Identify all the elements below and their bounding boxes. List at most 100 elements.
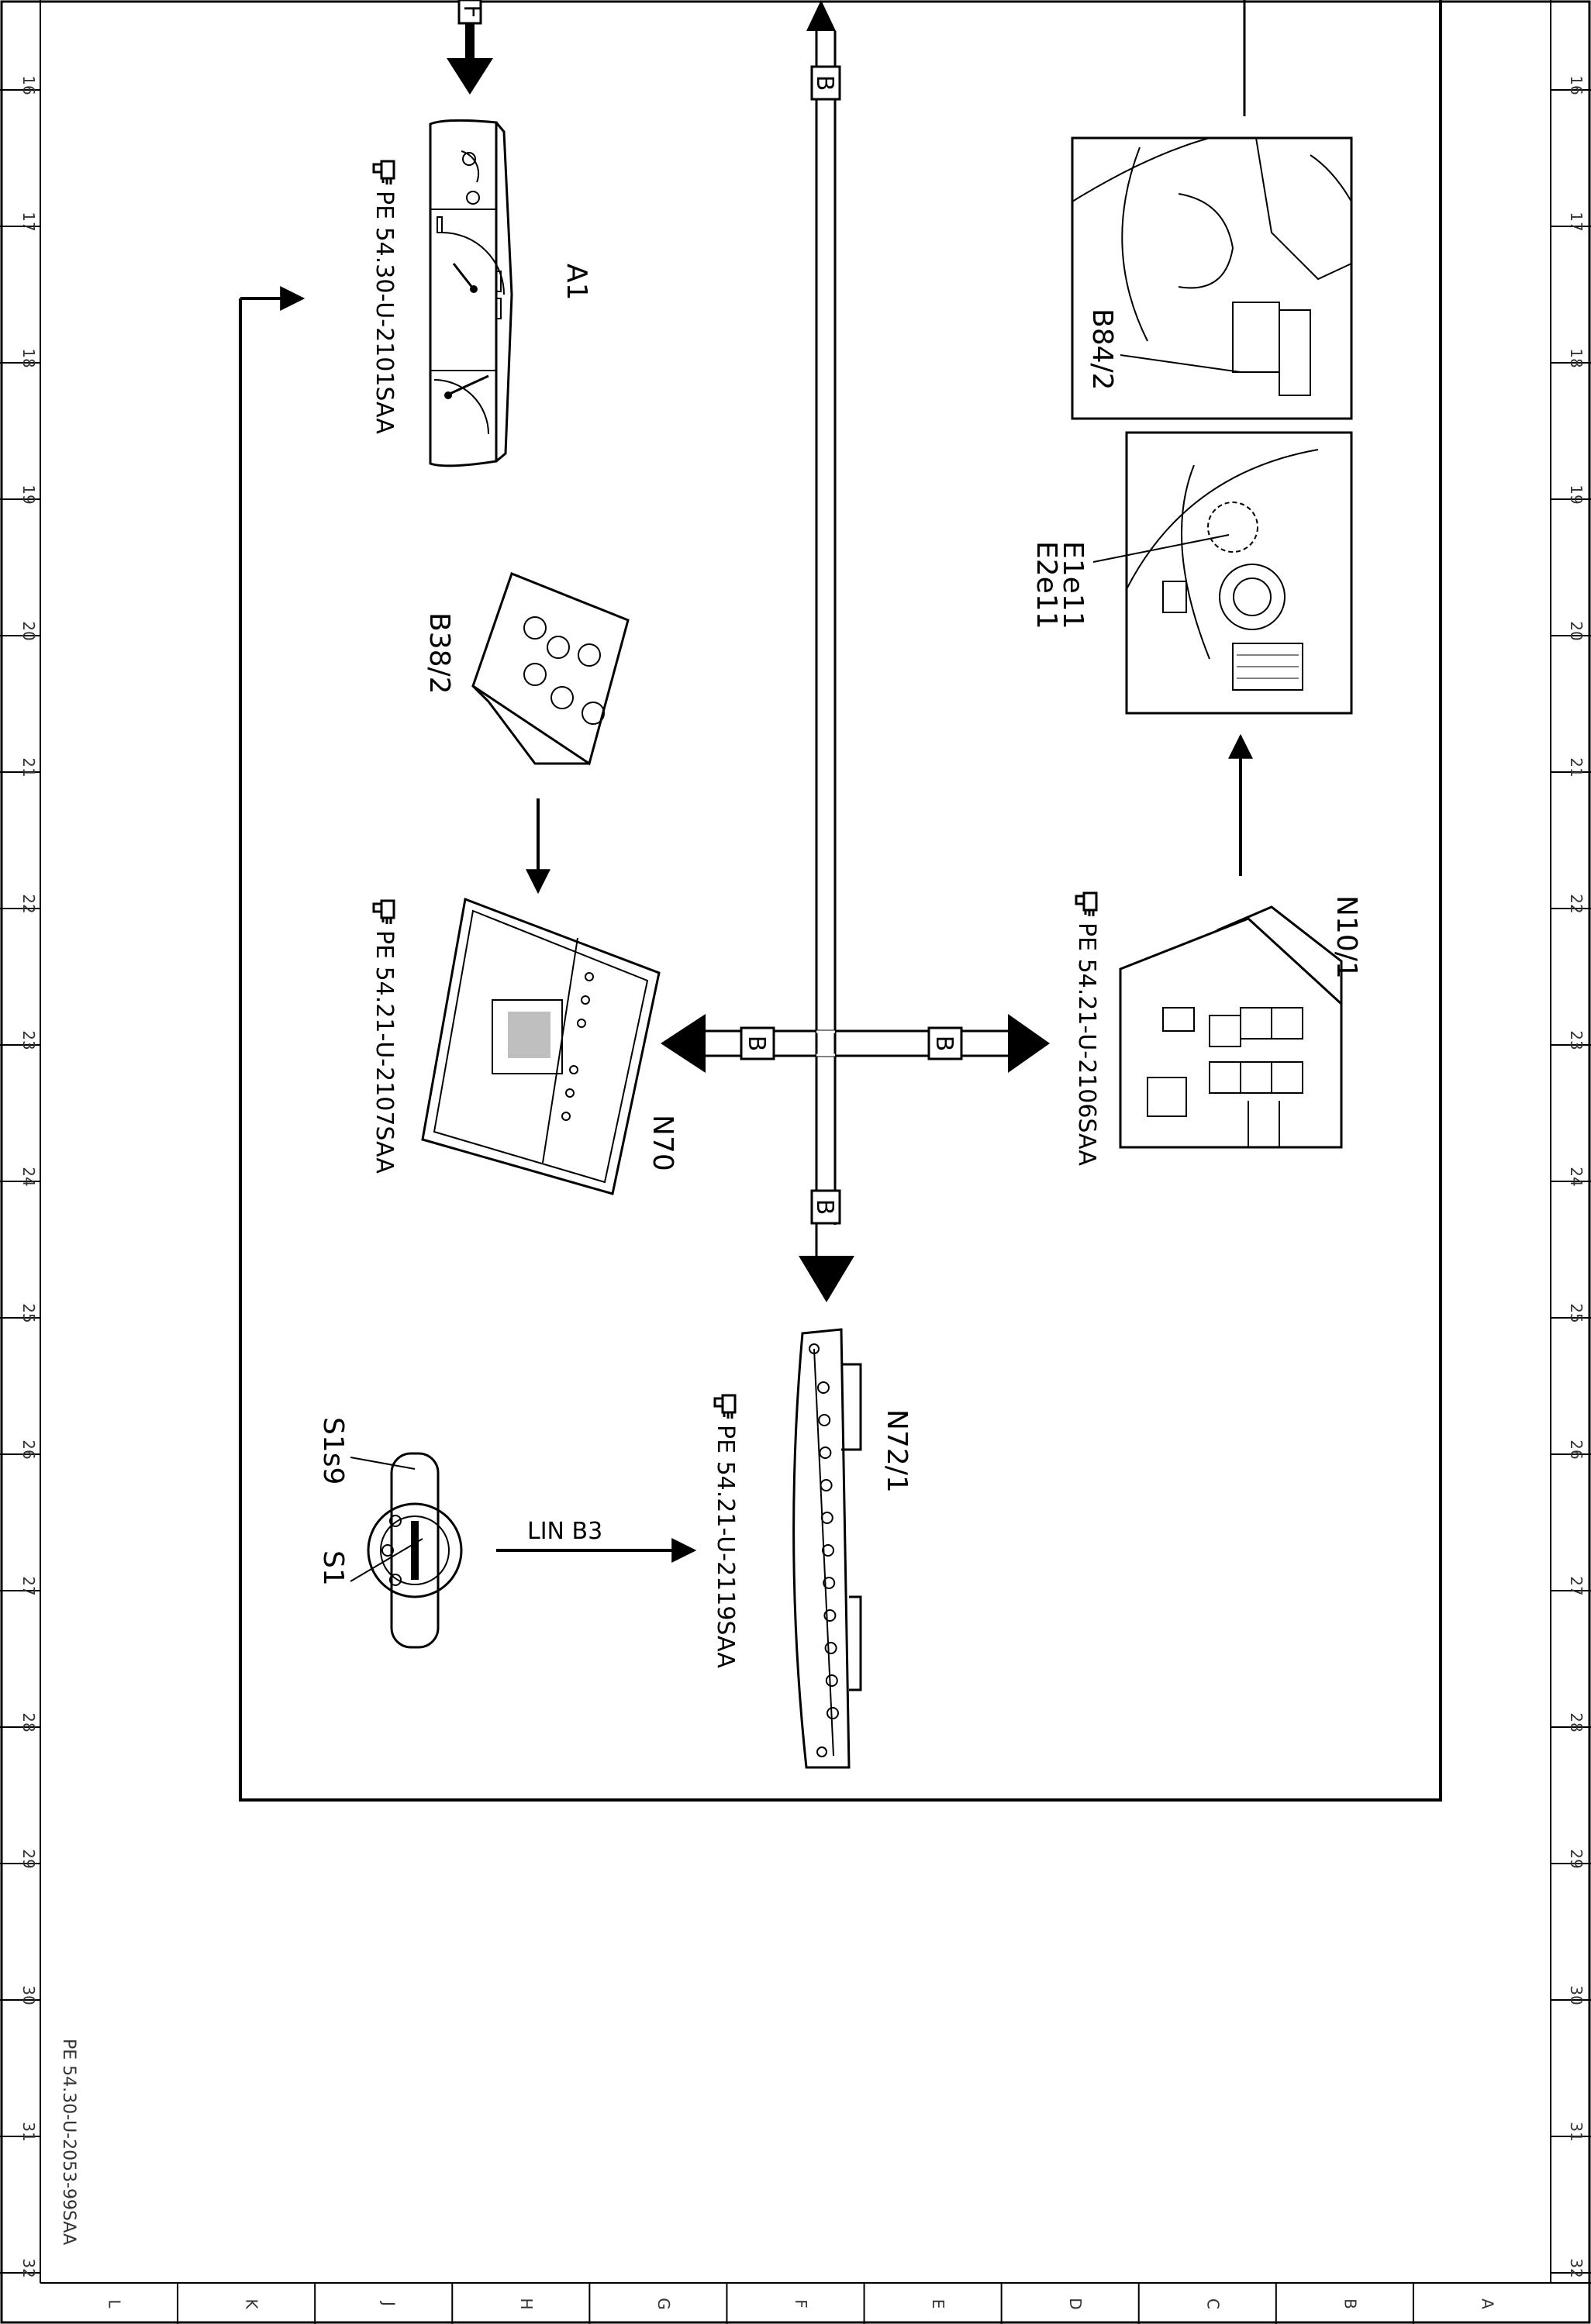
- row-number-left: 28: [19, 1712, 38, 1732]
- bus-b-trunk: [799, 0, 854, 1302]
- b38-2-sensor: [471, 572, 630, 766]
- row-number-left: 18: [19, 348, 38, 367]
- row-number-right: 21: [1567, 757, 1586, 777]
- n72-1-button: [820, 1479, 833, 1491]
- svg-text:B: B: [743, 1036, 770, 1052]
- row-number-right: 23: [1567, 1030, 1586, 1050]
- svg-text:B: B: [811, 1199, 838, 1215]
- row-number-right: 32: [1567, 2258, 1586, 2277]
- n72-1-button: [823, 1609, 837, 1622]
- svg-text:B: B: [930, 1036, 958, 1052]
- n72-1-label: N72/1: [881, 1409, 913, 1493]
- svg-text:B: B: [811, 75, 838, 91]
- row-number-right: 20: [1567, 621, 1586, 640]
- lin-bus-label: LIN B3: [527, 1518, 602, 1545]
- n10-1-fuse-relay-module: [1119, 905, 1343, 1149]
- n72-1-button: [820, 1512, 833, 1524]
- column-letter: K: [243, 2298, 261, 2309]
- row-tick-marks: [0, 89, 1591, 2274]
- n72-1-button: [824, 1642, 837, 1654]
- document-id: PE 54.30-U-2053-99SAA: [59, 2039, 78, 2245]
- n72-1-button: [825, 1674, 838, 1687]
- n10-1-label: N10/1: [1330, 895, 1362, 979]
- column-tick-marks: [177, 2283, 1414, 2324]
- s1s9-label: S1s9: [317, 1417, 349, 1484]
- row-number-left: 31: [19, 2122, 38, 2141]
- n72-1-button: [817, 1381, 830, 1394]
- e2e11-label: E2e11: [1030, 541, 1062, 629]
- row-number-left: 17: [19, 212, 38, 231]
- row-number-right: 31: [1567, 2122, 1586, 2141]
- n72-1-button: [823, 1577, 836, 1589]
- a1-label: A1: [561, 264, 592, 301]
- row-number-right: 18: [1567, 348, 1586, 367]
- n70-reference: PE 54.21-U-2107SAA: [371, 930, 398, 1174]
- s1s9-leader: [350, 1457, 416, 1470]
- row-number-left: 32: [19, 2258, 38, 2277]
- column-letter: C: [1203, 2298, 1222, 2309]
- row-number-left: 24: [19, 1167, 38, 1186]
- row-number-left: 16: [19, 75, 38, 95]
- row-number-right: 24: [1567, 1167, 1586, 1186]
- a1-instrument-cluster: [429, 119, 513, 467]
- n72-1-button-row: [817, 1381, 839, 1719]
- bus-f-arrow: F: [447, 0, 493, 95]
- s1-light-switch: [367, 1452, 463, 1649]
- n70-label: N70: [647, 1115, 678, 1171]
- row-number-left: 22: [19, 894, 38, 913]
- headlamp-detail-view: [1125, 431, 1353, 715]
- n72-1-button: [819, 1446, 832, 1459]
- row-number-right: 17: [1567, 212, 1586, 231]
- n72-1-button: [827, 1707, 839, 1719]
- column-letter: G: [654, 2298, 673, 2310]
- n72-1-button: [818, 1414, 831, 1426]
- row-number-left: 19: [19, 484, 38, 504]
- bus-b-label-bottom: B: [810, 1189, 841, 1225]
- pointing-hand-icon: [713, 1394, 737, 1420]
- svg-text:F: F: [458, 5, 485, 18]
- s1-leader: [350, 1538, 423, 1582]
- n70-overhead-control-panel: [421, 897, 661, 1195]
- e1e11-leader: [1092, 534, 1230, 563]
- column-letter: F: [792, 2299, 810, 2308]
- column-letter: H: [517, 2298, 536, 2309]
- row-number-right: 28: [1567, 1712, 1586, 1732]
- b84-2-label: B84/2: [1086, 309, 1118, 391]
- n10-1-reference: PE 54.21-U-2106SAA: [1073, 922, 1100, 1166]
- row-number-left: 23: [19, 1030, 38, 1050]
- row-number-right: 29: [1567, 1849, 1586, 1868]
- e1e11-label: E1e11: [1057, 541, 1089, 629]
- column-letter: B: [1341, 2298, 1359, 2309]
- row-number-right: 26: [1567, 1440, 1586, 1459]
- bus-b-branch: [661, 1014, 1050, 1073]
- b38-2-label: B38/2: [423, 612, 455, 695]
- column-letter: A: [1478, 2298, 1496, 2309]
- a1-reference: PE 54.30-U-2101SAA: [371, 191, 398, 434]
- n72-1-button: [822, 1544, 834, 1557]
- column-letter: D: [1066, 2298, 1085, 2309]
- row-number-left: 29: [19, 1849, 38, 1868]
- row-number-left: 20: [19, 621, 38, 640]
- bus-b-label-right: B: [927, 1026, 963, 1060]
- component-frame: [239, 0, 1442, 1802]
- b84-2-detail-view: [1071, 136, 1353, 420]
- row-number-left: 27: [19, 1576, 38, 1595]
- n72-1-reference: PE 54.21-U-2119SAA: [712, 1425, 739, 1668]
- pointing-hand-icon: [372, 160, 395, 186]
- row-number-right: 22: [1567, 894, 1586, 913]
- row-number-right: 30: [1567, 1985, 1586, 2005]
- pointing-hand-icon: [1075, 891, 1098, 918]
- row-number-right: 16: [1567, 75, 1586, 95]
- row-number-left: 26: [19, 1440, 38, 1459]
- row-number-left: 21: [19, 757, 38, 777]
- column-letter: E: [929, 2299, 947, 2309]
- row-number-left: 25: [19, 1303, 38, 1322]
- b84-2-leader: [1120, 354, 1241, 373]
- bus-b-label-top: B: [810, 65, 841, 101]
- pointing-hand-icon: [372, 899, 395, 926]
- row-number-right: 27: [1567, 1576, 1586, 1595]
